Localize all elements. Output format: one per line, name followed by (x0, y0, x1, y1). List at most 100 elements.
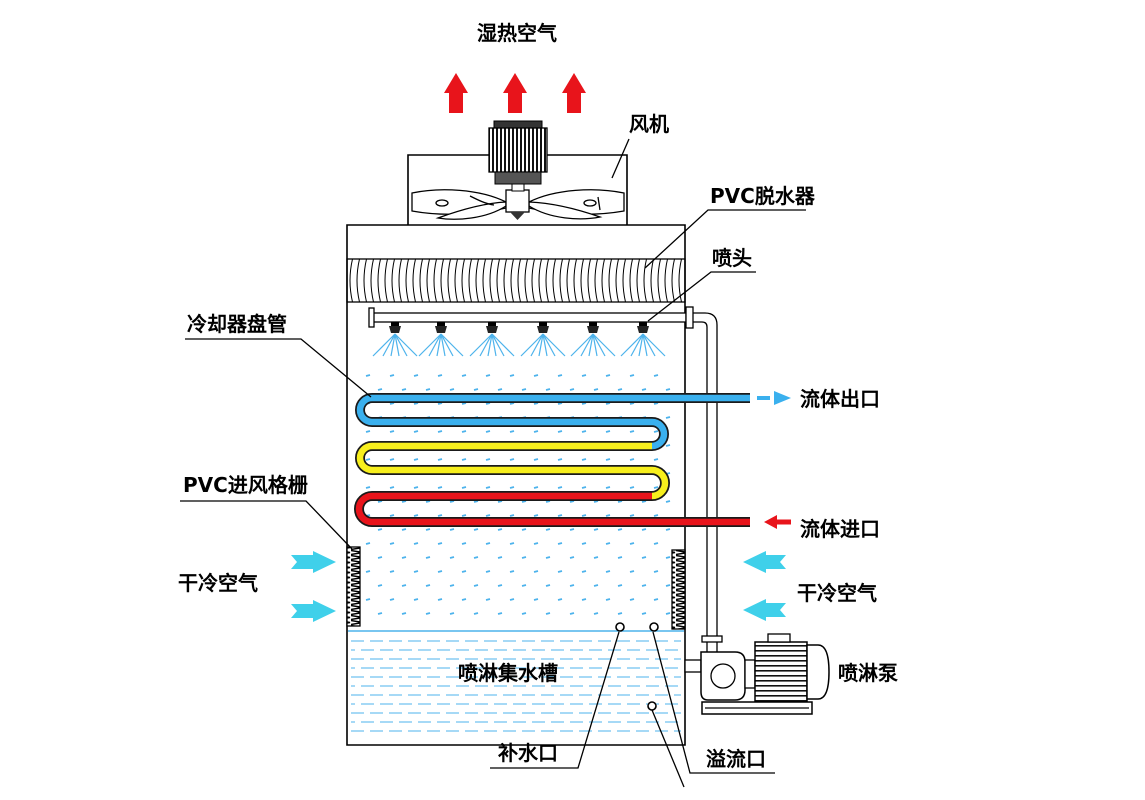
water-droplet (581, 430, 587, 433)
spray-jet (588, 333, 594, 357)
cold-air-arrow (291, 551, 336, 573)
label-fluid-outlet: 流体出口 (800, 387, 880, 411)
water-droplet (509, 514, 515, 517)
water-droplet (389, 458, 395, 461)
fluid-outlet-arrow-head (774, 391, 791, 405)
water-droplet (461, 430, 467, 433)
water-droplet (569, 528, 575, 531)
water-droplet (389, 430, 395, 433)
water-droplet (581, 374, 587, 377)
nozzle-stem (639, 322, 647, 326)
water-droplet (389, 570, 395, 573)
spray-jet (642, 333, 656, 357)
water-droplet (461, 542, 467, 545)
water-droplet (653, 430, 659, 433)
pump-volute (700, 651, 746, 701)
spray-jet (530, 333, 544, 357)
fan-blades (411, 189, 625, 220)
spray-header-pipe (371, 312, 687, 323)
water-droplet (473, 612, 479, 615)
water-droplet (365, 458, 371, 461)
water-droplet (641, 584, 647, 587)
water-droplet (665, 612, 671, 615)
water-droplet (617, 528, 623, 531)
spray-jet (580, 333, 594, 357)
water-droplet (533, 402, 539, 405)
water-droplet (665, 416, 671, 419)
water-droplet (473, 528, 479, 531)
spray-jet (630, 333, 644, 357)
water-droplet (449, 556, 455, 559)
label-cooler-coil: 冷却器盘管 (187, 312, 287, 336)
spray-jet (436, 333, 442, 357)
water-droplet (533, 542, 539, 545)
spray-jet (428, 333, 442, 357)
water-droplet (581, 542, 587, 545)
spray-jet (520, 333, 544, 357)
spray-jet (642, 333, 666, 357)
water-droplet (461, 570, 467, 573)
water-droplet (653, 458, 659, 461)
water-droplet (509, 486, 515, 489)
water-droplet (461, 514, 467, 517)
water-droplet (557, 542, 563, 545)
water-droplet (617, 584, 623, 587)
pump-motor-body (754, 641, 808, 703)
water-droplet (365, 486, 371, 489)
spray-jet (592, 333, 616, 357)
water-droplet (389, 402, 395, 405)
water-droplet (545, 556, 551, 559)
water-droplet (605, 402, 611, 405)
water-droplet (557, 402, 563, 405)
water-droplet (389, 598, 395, 601)
nozzle-icon (587, 326, 599, 333)
leader-lines (180, 138, 806, 788)
water-droplet (653, 570, 659, 573)
fan-blade-detail (597, 196, 601, 211)
fan-motor-shaft (511, 183, 525, 192)
pvc-inlet-louver-left (346, 546, 361, 627)
water-droplet (413, 430, 419, 433)
leader-pvc-inlet-louver (180, 500, 353, 550)
fan-motor-cap (493, 120, 543, 129)
spray-header-flange (685, 306, 694, 329)
cold-air-arrow (291, 600, 336, 622)
spray-jet (394, 333, 400, 357)
water-droplet (497, 528, 503, 531)
label-pvc-eliminator: PVC脱水器 (710, 184, 816, 208)
drain-port (647, 701, 657, 711)
water-droplet (509, 598, 515, 601)
fan-motor-flange (494, 171, 542, 185)
water-droplet (665, 584, 671, 587)
spray-jet (372, 333, 396, 357)
leader-fan (611, 138, 630, 179)
water-droplet (653, 486, 659, 489)
water-droplet (413, 570, 419, 573)
water-droplet (605, 542, 611, 545)
overflow-port (649, 622, 659, 632)
water-droplet (581, 514, 587, 517)
pump-suction-pipe (684, 659, 702, 673)
water-droplet (497, 500, 503, 503)
pump-motor-end-cap (806, 644, 830, 700)
coil-segment-hot (355, 492, 750, 526)
pump-impeller-housing (710, 663, 736, 689)
water-droplet (521, 500, 527, 503)
pvc-drift-eliminator (346, 258, 686, 303)
fan-hub-tip (510, 212, 525, 220)
water-droplet (581, 402, 587, 405)
water-droplet (449, 584, 455, 587)
label-spray-basin: 喷淋集水槽 (458, 661, 558, 685)
water-droplet (437, 458, 443, 461)
water-droplet (509, 542, 515, 545)
water-droplet (641, 500, 647, 503)
water-droplet (413, 542, 419, 545)
cooler-coil (354, 393, 750, 527)
spray-jet (394, 333, 408, 357)
water-droplet (461, 374, 467, 377)
water-droplet (377, 584, 383, 587)
water-droplet (557, 374, 563, 377)
label-overflow: 溢流口 (706, 747, 766, 771)
water-droplet (629, 542, 635, 545)
water-droplet (557, 486, 563, 489)
